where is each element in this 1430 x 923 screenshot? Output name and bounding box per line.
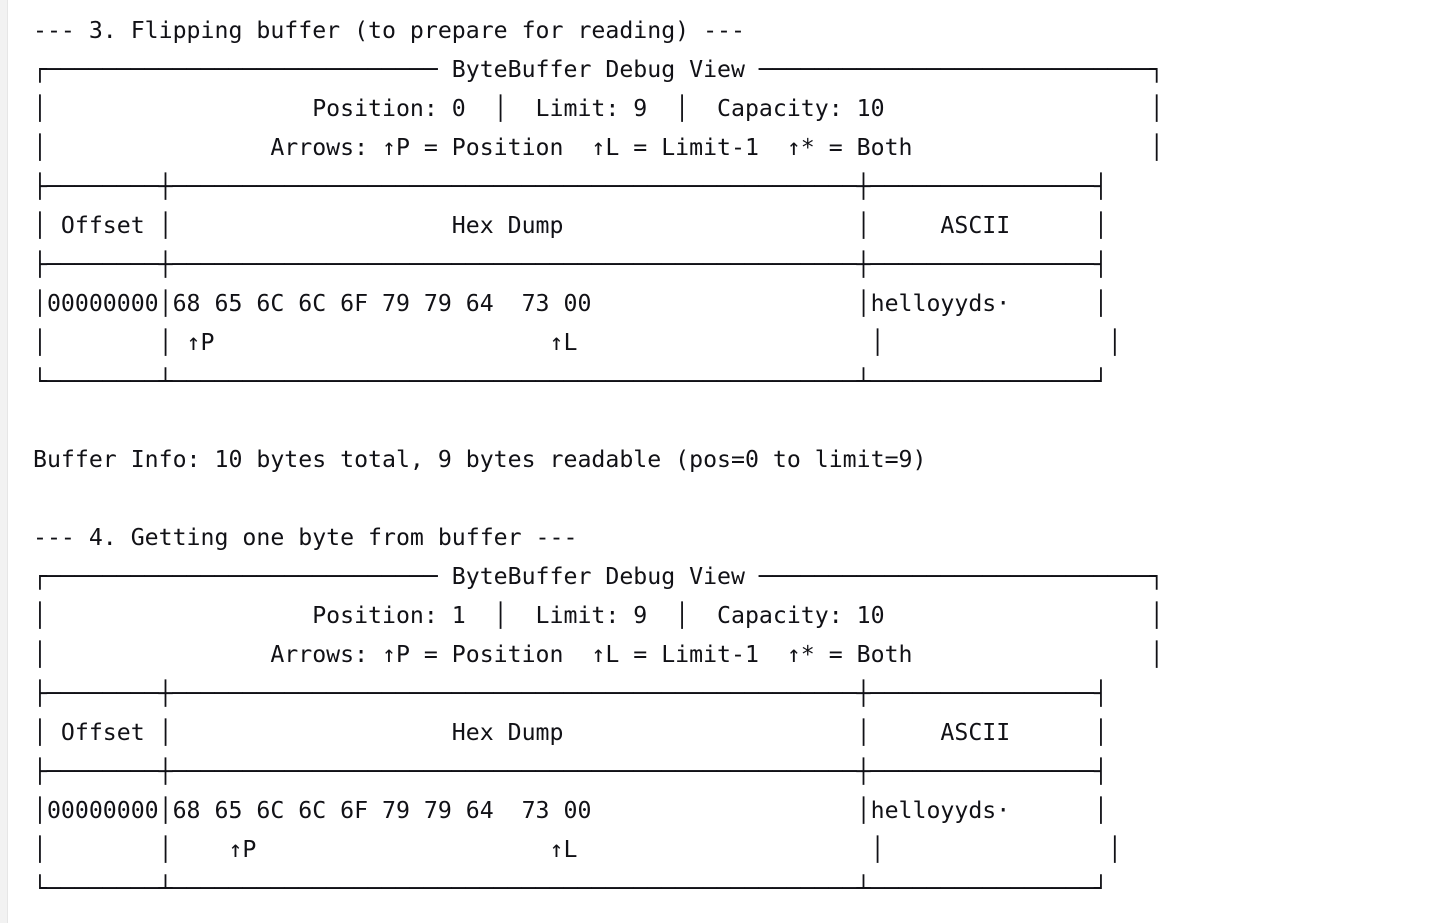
console-output-text: --- 3. Flipping buffer (to prepare for r… [33,17,1164,902]
left-gutter-strip [0,0,8,923]
